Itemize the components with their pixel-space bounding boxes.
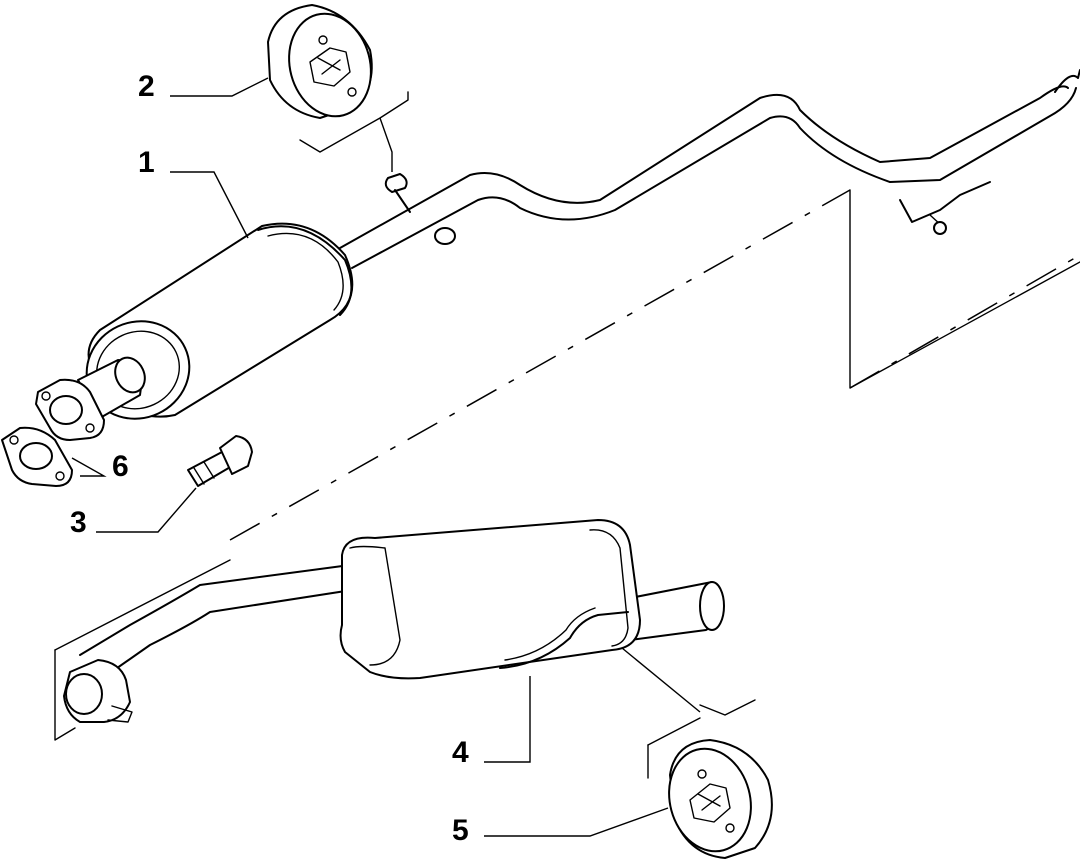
- flange-gasket: [1, 426, 73, 487]
- leader-1: [170, 171, 249, 239]
- flange-bolt: [187, 435, 253, 487]
- callout-3: 3: [70, 506, 87, 539]
- rubber-mount-lower: [668, 739, 773, 859]
- leader-lines: [71, 77, 701, 837]
- leader-3: [96, 487, 197, 533]
- rear-silencer: [63, 519, 725, 723]
- callout-6: 6: [112, 450, 129, 483]
- callout-1: 1: [138, 146, 155, 179]
- leader-4: [484, 676, 531, 763]
- leader-2: [170, 77, 269, 97]
- callout-4: 4: [452, 736, 469, 769]
- assembly-guide-lines: [54, 91, 1080, 779]
- callout-5: 5: [452, 814, 469, 847]
- callout-2: 2: [138, 70, 155, 103]
- rubber-mount-upper: [267, 4, 373, 119]
- leader-5: [484, 807, 669, 837]
- leader-6: [71, 457, 107, 477]
- front-silencer-pipe: [35, 69, 1080, 441]
